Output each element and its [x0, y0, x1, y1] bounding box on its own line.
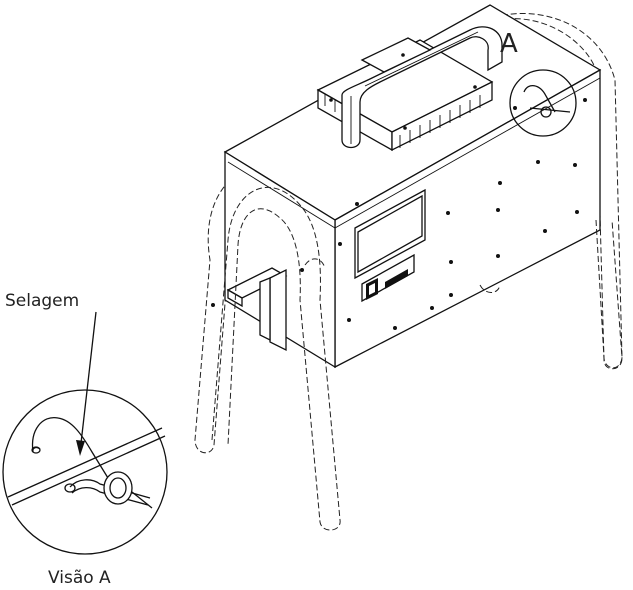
display-window — [354, 188, 426, 280]
detail-caption: Visão A — [48, 568, 111, 588]
stand-leg-front-right — [479, 219, 623, 369]
stand-leg-back-right — [487, 13, 623, 370]
detail-view-circle — [2, 389, 168, 555]
seal-annotation: Selagem — [5, 291, 97, 456]
stand-leg-front-left — [211, 186, 341, 531]
detail-view-marker: A — [500, 29, 577, 137]
view-marker-label: A — [500, 29, 518, 59]
handle-icon — [316, 26, 503, 152]
seal-label: Selagem — [5, 291, 79, 311]
side-bracket — [226, 267, 288, 352]
rivets — [211, 98, 587, 330]
logo-plate — [361, 253, 415, 303]
